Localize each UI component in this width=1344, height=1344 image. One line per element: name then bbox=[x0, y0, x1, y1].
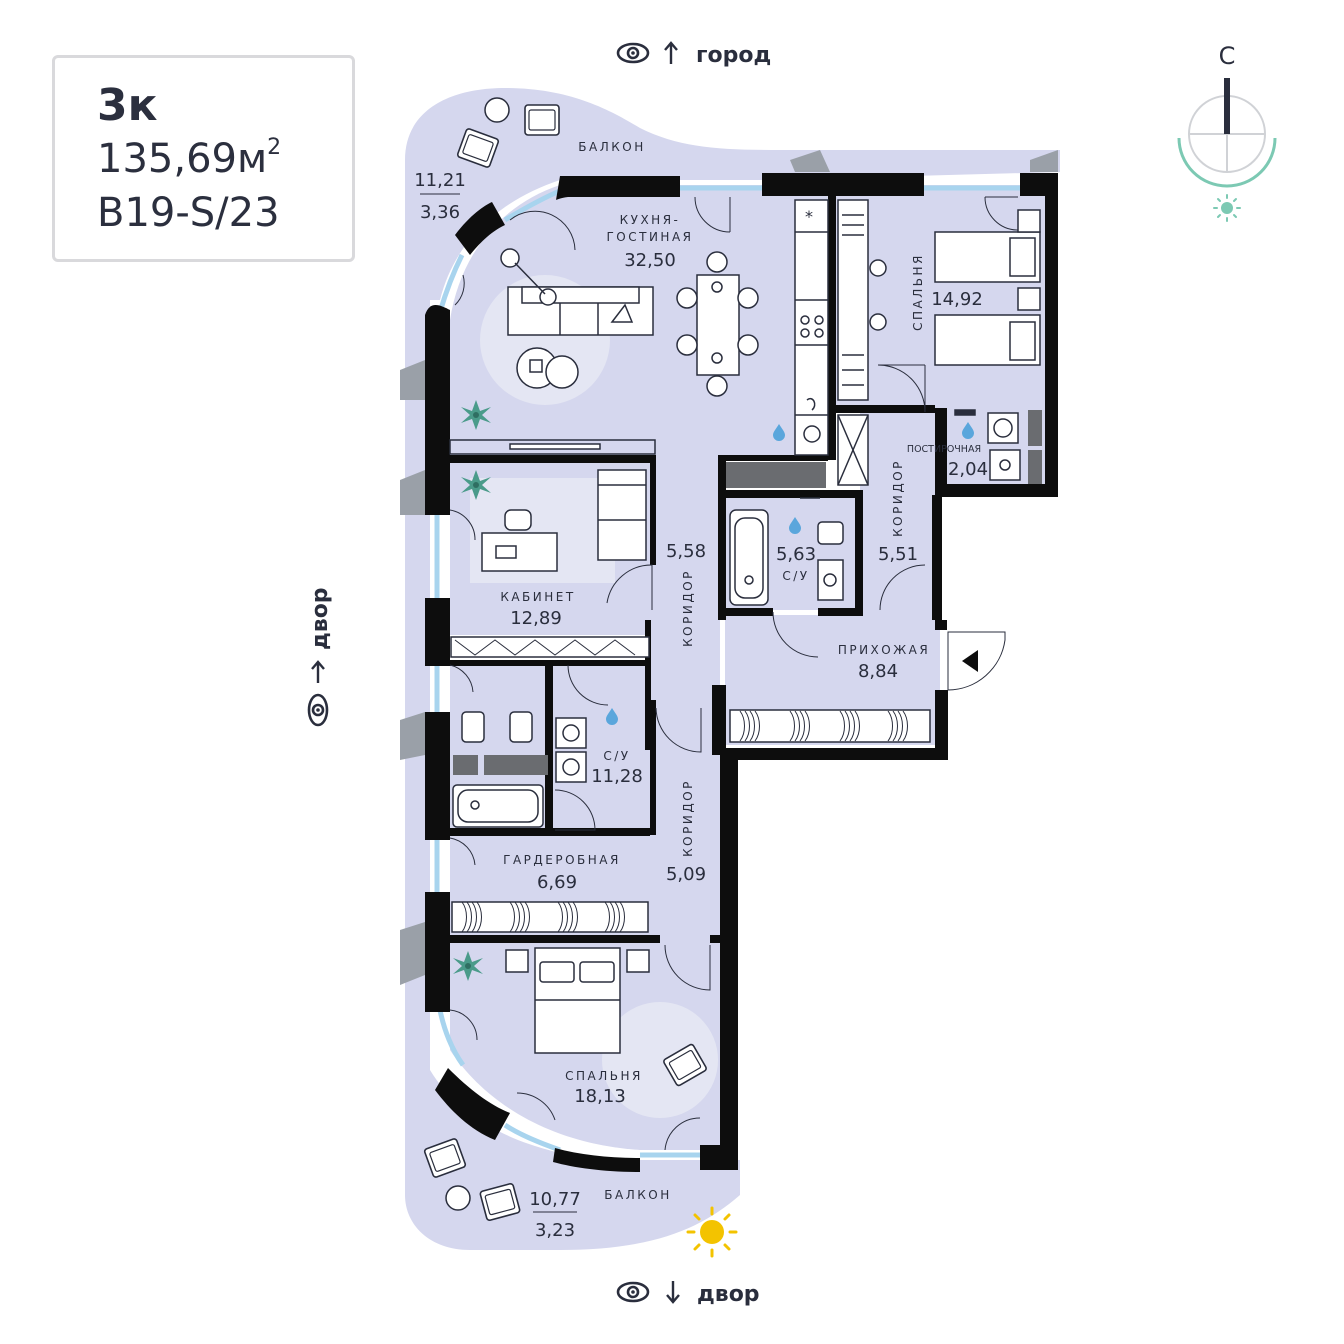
view-bottom-label: двор bbox=[697, 1282, 760, 1307]
bedroom-big-label: СПАЛЬНЯ bbox=[565, 1069, 643, 1083]
bedroom-small-area: 14,92 bbox=[931, 289, 983, 310]
view-top-label: город bbox=[696, 43, 771, 68]
bedroom-big-area: 18,13 bbox=[574, 1086, 626, 1107]
office-area: 12,89 bbox=[510, 608, 562, 629]
view-left: двор bbox=[307, 587, 333, 727]
bedroom-small-furniture bbox=[837, 199, 1041, 401]
laundry-furniture bbox=[954, 409, 1021, 481]
walls bbox=[425, 173, 1058, 1172]
office-label: КАБИНЕТ bbox=[500, 590, 575, 604]
wardrobe-area: 6,69 bbox=[537, 872, 577, 893]
side-table bbox=[445, 1185, 471, 1211]
facade-jambs bbox=[400, 150, 1058, 985]
sun-icon bbox=[686, 1206, 738, 1258]
view-top: город bbox=[616, 41, 771, 68]
corridor-mid-label: КОРИДОР bbox=[681, 569, 695, 647]
kitchen-area: 32,50 bbox=[624, 250, 676, 271]
bath-big-furniture bbox=[452, 711, 587, 828]
balcony-top-floor bbox=[405, 88, 1060, 1170]
wardrobe-label: ГАРДЕРОБНАЯ bbox=[503, 853, 621, 867]
balcony-bottom-label: БАЛКОН bbox=[604, 1188, 671, 1202]
shafts bbox=[453, 410, 1042, 775]
view-left-label: двор bbox=[308, 587, 333, 650]
hall-area: 8,84 bbox=[858, 661, 898, 682]
arrow-up-icon bbox=[664, 41, 678, 64]
balcony-bottom-reduced: 3,23 bbox=[535, 1220, 575, 1241]
bath-big-area: 11,28 bbox=[591, 766, 643, 787]
kitchen-furniture: * bbox=[449, 199, 829, 456]
eye-icon bbox=[616, 1281, 650, 1303]
bath-small-label: С/У bbox=[782, 569, 809, 583]
eye-icon bbox=[307, 693, 329, 727]
entrance-arrow-icon bbox=[962, 650, 978, 672]
bedroom-small-label: СПАЛЬНЯ bbox=[911, 253, 925, 331]
apartment-area: 135,69м2 bbox=[97, 134, 282, 182]
compass: С bbox=[1177, 42, 1277, 222]
office-furniture bbox=[450, 469, 650, 658]
corridor-right-area: 5,51 bbox=[878, 544, 918, 565]
corridor-low-label: КОРИДОР bbox=[681, 779, 695, 857]
laundry-label: ПОСТИРОЧНАЯ bbox=[907, 444, 981, 455]
kitchen-label: КУХНЯ- bbox=[620, 213, 681, 227]
side-table bbox=[484, 97, 510, 123]
armchair bbox=[524, 104, 560, 136]
apartment-type: 3к bbox=[97, 80, 158, 131]
compass-north-label: С bbox=[1219, 42, 1236, 70]
corridor-mid-area: 5,58 bbox=[666, 541, 706, 562]
compass-sun-icon bbox=[1213, 194, 1241, 222]
balcony-top-area: 11,21 bbox=[414, 170, 466, 191]
room-labels: БАЛКОН 11,21 3,36 КУХНЯ- ГОСТИНАЯ 32,50 … bbox=[414, 140, 988, 1241]
arrow-down-icon bbox=[666, 1281, 680, 1304]
bath-big-label: С/У bbox=[603, 749, 630, 763]
balcony-bottom-area: 10,77 bbox=[529, 1189, 581, 1210]
compass-needle bbox=[1224, 78, 1230, 134]
corridor-closet bbox=[837, 414, 869, 486]
balcony-top-reduced: 3,36 bbox=[420, 202, 460, 223]
view-bottom: двор bbox=[616, 1281, 760, 1307]
arrow-up-icon bbox=[311, 660, 325, 683]
kitchen-label-2: ГОСТИНАЯ bbox=[606, 230, 693, 244]
eye-icon bbox=[616, 42, 650, 64]
bath-small-area: 5,63 bbox=[776, 544, 816, 565]
svg-text:*: * bbox=[805, 207, 813, 226]
bedroom-big-furniture bbox=[505, 947, 650, 1054]
walk-in-wardrobe bbox=[451, 901, 649, 933]
apartment-code: B19-S/23 bbox=[97, 190, 280, 236]
corridor-mid-floor bbox=[650, 455, 720, 755]
laundry-area: 2,04 bbox=[948, 459, 988, 480]
corridor-low-area: 5,09 bbox=[666, 864, 706, 885]
apartment-info-box: 3к 135,69м2 B19-S/23 bbox=[52, 55, 355, 262]
hall-wardrobe bbox=[729, 709, 931, 743]
hall-label: ПРИХОЖАЯ bbox=[838, 643, 930, 657]
bedroom-rug bbox=[602, 1002, 718, 1118]
corridor-right-label: КОРИДОР bbox=[891, 459, 905, 537]
windows bbox=[434, 185, 1020, 1158]
balcony-top-label: БАЛКОН bbox=[578, 140, 645, 154]
bath-small-furniture bbox=[729, 497, 844, 606]
